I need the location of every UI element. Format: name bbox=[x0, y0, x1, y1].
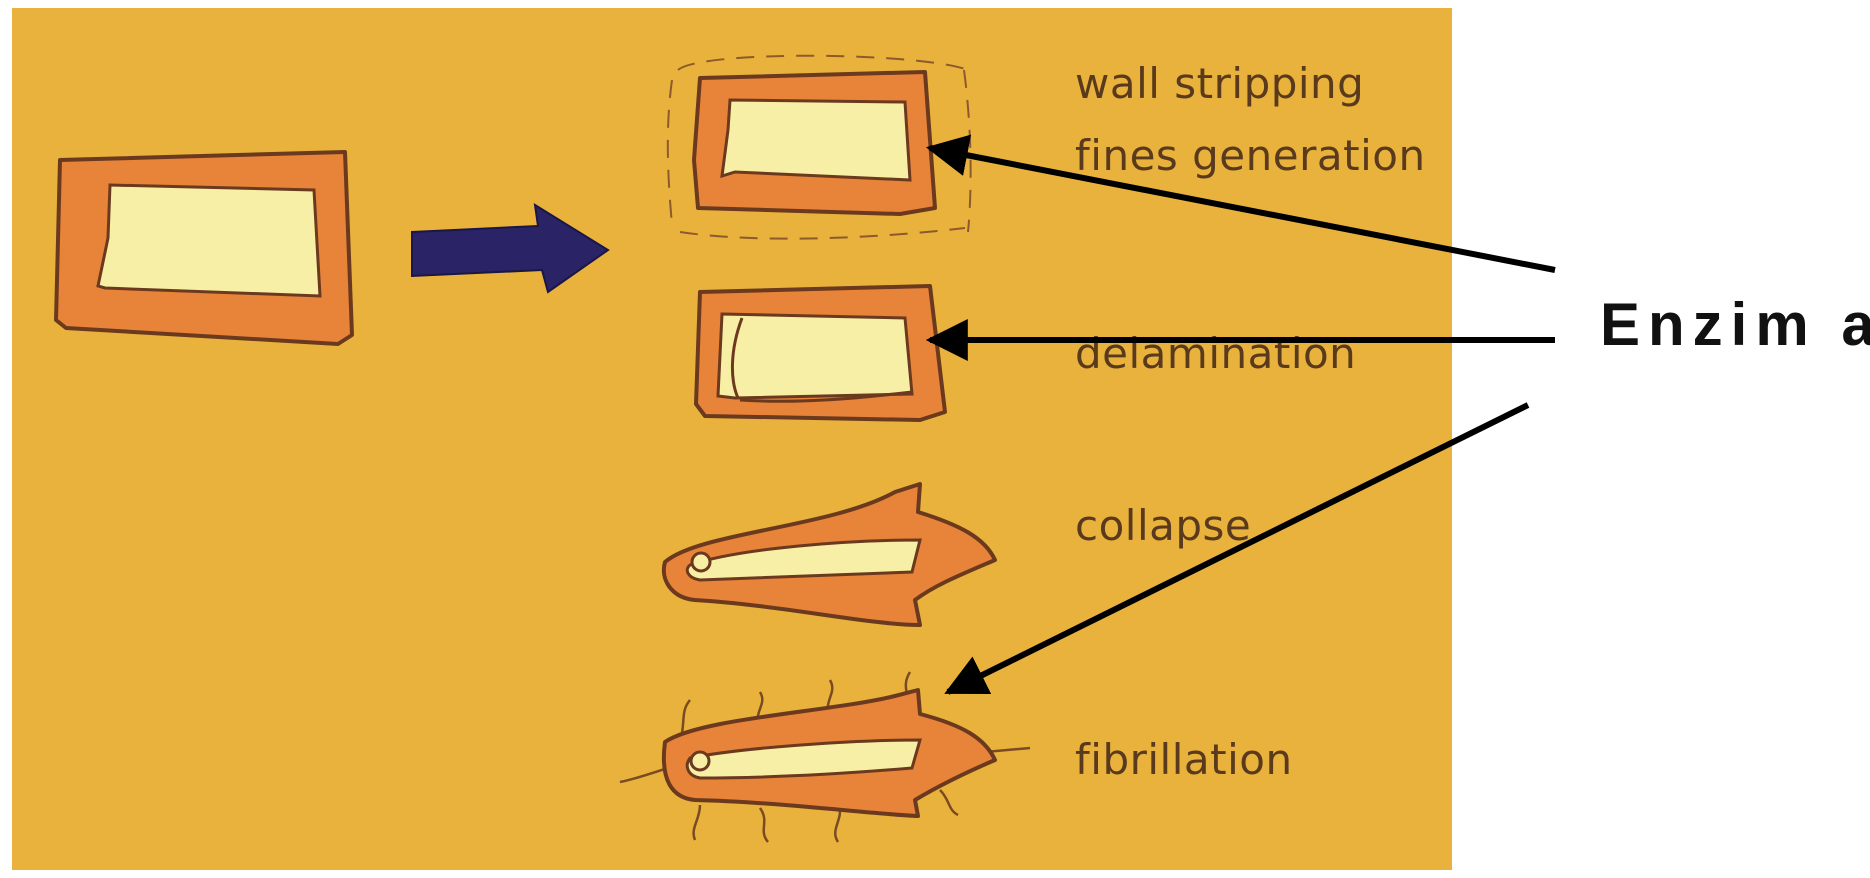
label-fines-generation: fines generation bbox=[1075, 131, 1426, 180]
fiber-delamination bbox=[696, 286, 945, 420]
label-wall-stripping: wall stripping bbox=[1075, 59, 1364, 108]
label-collapse: collapse bbox=[1075, 501, 1251, 550]
original-fiber bbox=[56, 152, 352, 344]
label-delamination: delamination bbox=[1075, 329, 1356, 378]
label-fibrillation: fibrillation bbox=[1075, 735, 1293, 784]
label-enzyme: Enzim a bbox=[1600, 291, 1870, 358]
